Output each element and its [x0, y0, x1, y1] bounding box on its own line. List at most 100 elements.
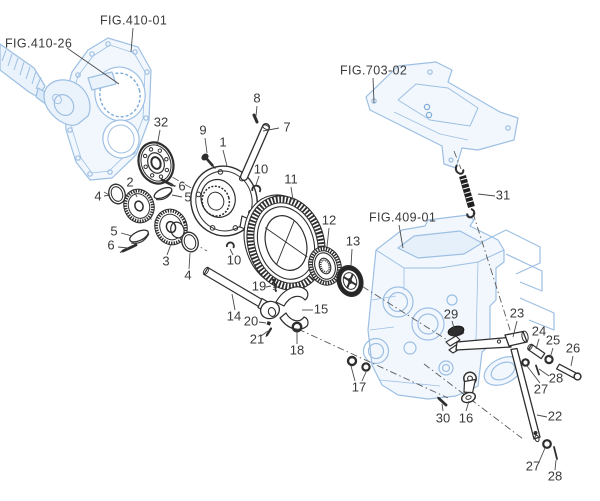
part-8-pin	[252, 113, 259, 124]
part-15-label: 15	[314, 301, 328, 316]
part-16-label: 16	[459, 410, 473, 425]
part-12-label-leader	[326, 227, 330, 248]
part-10-label-leader	[229, 248, 234, 256]
part-2-gear	[123, 188, 155, 224]
part-10-clip-lower	[225, 241, 235, 249]
fig-703-02-label: FIG.703-02	[340, 63, 407, 77]
part-27-washer-lower	[542, 439, 552, 449]
fig-409-01-case	[362, 214, 555, 400]
part-27-label: 27	[534, 381, 548, 396]
part-24-label: 24	[532, 323, 546, 338]
part-28-cotter-upper	[535, 364, 540, 376]
part-17-label-leader	[350, 365, 356, 382]
part-7-rod	[239, 123, 271, 181]
part-7-label: 7	[283, 119, 290, 134]
part-4-label: 4	[184, 267, 191, 282]
fig-410-01-label-leader	[130, 27, 134, 53]
part-29-label-leader	[451, 320, 455, 329]
part-30-label-leader	[441, 403, 444, 412]
part-4-label-leader	[188, 252, 191, 270]
part-30-label: 30	[436, 410, 450, 425]
part-23-label-leader	[512, 320, 518, 338]
part-19-detent-pin	[271, 278, 278, 293]
part-28-label: 28	[549, 370, 563, 385]
part-22-label: 22	[548, 408, 562, 423]
part-29-label: 29	[444, 306, 458, 321]
part-6-pin-lower	[119, 243, 138, 253]
part-23-label: 23	[510, 305, 524, 320]
part-13-bearing	[336, 265, 364, 297]
part-9-bolt	[201, 153, 216, 169]
part-2-label: 2	[126, 174, 133, 189]
part-4-washer-left	[108, 183, 126, 205]
part-6-label: 6	[178, 178, 185, 193]
part-32-label: 32	[154, 114, 168, 129]
blue-reference-parts	[0, 37, 555, 400]
part-21-label: 21	[250, 331, 264, 346]
part-14-label-leader	[231, 293, 236, 311]
part-11-ring-gear	[243, 194, 326, 291]
part-30-pin	[436, 396, 448, 407]
part-32-label-leader	[156, 129, 161, 147]
part-5-label-leader	[171, 194, 183, 198]
part-3-label: 3	[162, 253, 169, 268]
black-parts	[108, 113, 582, 460]
part-21-label-leader	[260, 330, 269, 337]
part-25-label: 25	[546, 332, 560, 347]
part-31-label-leader	[477, 193, 496, 197]
part-15-shift-fork	[259, 286, 309, 330]
part-18-label: 18	[290, 342, 304, 357]
part-31-label: 31	[496, 187, 510, 202]
part-5-washer-upper	[153, 186, 173, 201]
part-27-washer-upper	[521, 358, 530, 367]
part-11-label-leader	[290, 186, 294, 201]
part-11-label: 11	[284, 171, 298, 186]
part-17-label-leader	[361, 371, 367, 382]
part-10-label-leader	[255, 175, 260, 186]
fig-410-01-housing-cover	[43, 37, 152, 181]
part-27-label-leader	[526, 365, 541, 384]
part-9-label-leader	[204, 137, 208, 154]
part-1-label-leader	[222, 149, 228, 167]
part-3-gear	[154, 208, 188, 246]
part-16-crank-lever	[460, 371, 477, 404]
part-27-label-leader	[538, 447, 546, 463]
part-10-label: 10	[227, 252, 241, 267]
fig-410-26-label-leader	[66, 47, 120, 85]
part-6-label-leader	[117, 246, 129, 249]
part-13-label: 13	[346, 233, 360, 248]
part-19-label: 19	[252, 278, 266, 293]
part-27-label: 27	[526, 458, 540, 473]
part-17-label: 17	[352, 379, 366, 394]
part-32-bearing	[137, 141, 175, 185]
part-23-shift-arm	[445, 330, 529, 354]
part-17-oring-a	[346, 355, 358, 367]
part-31-spring	[454, 164, 476, 219]
part-14-label: 14	[227, 308, 241, 323]
part-10-clip-upper	[251, 184, 262, 193]
part-26-label: 26	[566, 340, 580, 355]
part-22-link-rod	[510, 347, 541, 443]
part-12-label: 12	[322, 212, 336, 227]
part-4-label: 4	[94, 188, 101, 203]
part-6-label: 6	[107, 237, 114, 252]
fig-410-01-label: FIG.410-01	[100, 13, 167, 27]
part-2-label-leader	[132, 188, 138, 198]
part-25-label-leader	[549, 347, 554, 359]
part-8-label: 8	[253, 90, 260, 105]
part-1-label: 1	[219, 134, 226, 149]
part-8-label-leader	[255, 105, 258, 117]
part-22-label-leader	[536, 414, 548, 418]
part-21-pin	[265, 327, 273, 338]
part-26-label-leader	[570, 355, 574, 367]
part-13-label-leader	[350, 248, 353, 267]
part-19-label-leader	[265, 285, 272, 288]
part-10-label: 10	[254, 161, 268, 176]
part-25-washer	[544, 354, 554, 365]
part-7-label-leader	[262, 127, 280, 132]
part-6-label-leader	[168, 183, 177, 187]
part-labels: FIG.410-26FIG.410-01FIG.703-02FIG.409-01…	[5, 13, 580, 483]
part-28-label-leader	[554, 459, 557, 471]
part-3-label-leader	[166, 243, 172, 256]
